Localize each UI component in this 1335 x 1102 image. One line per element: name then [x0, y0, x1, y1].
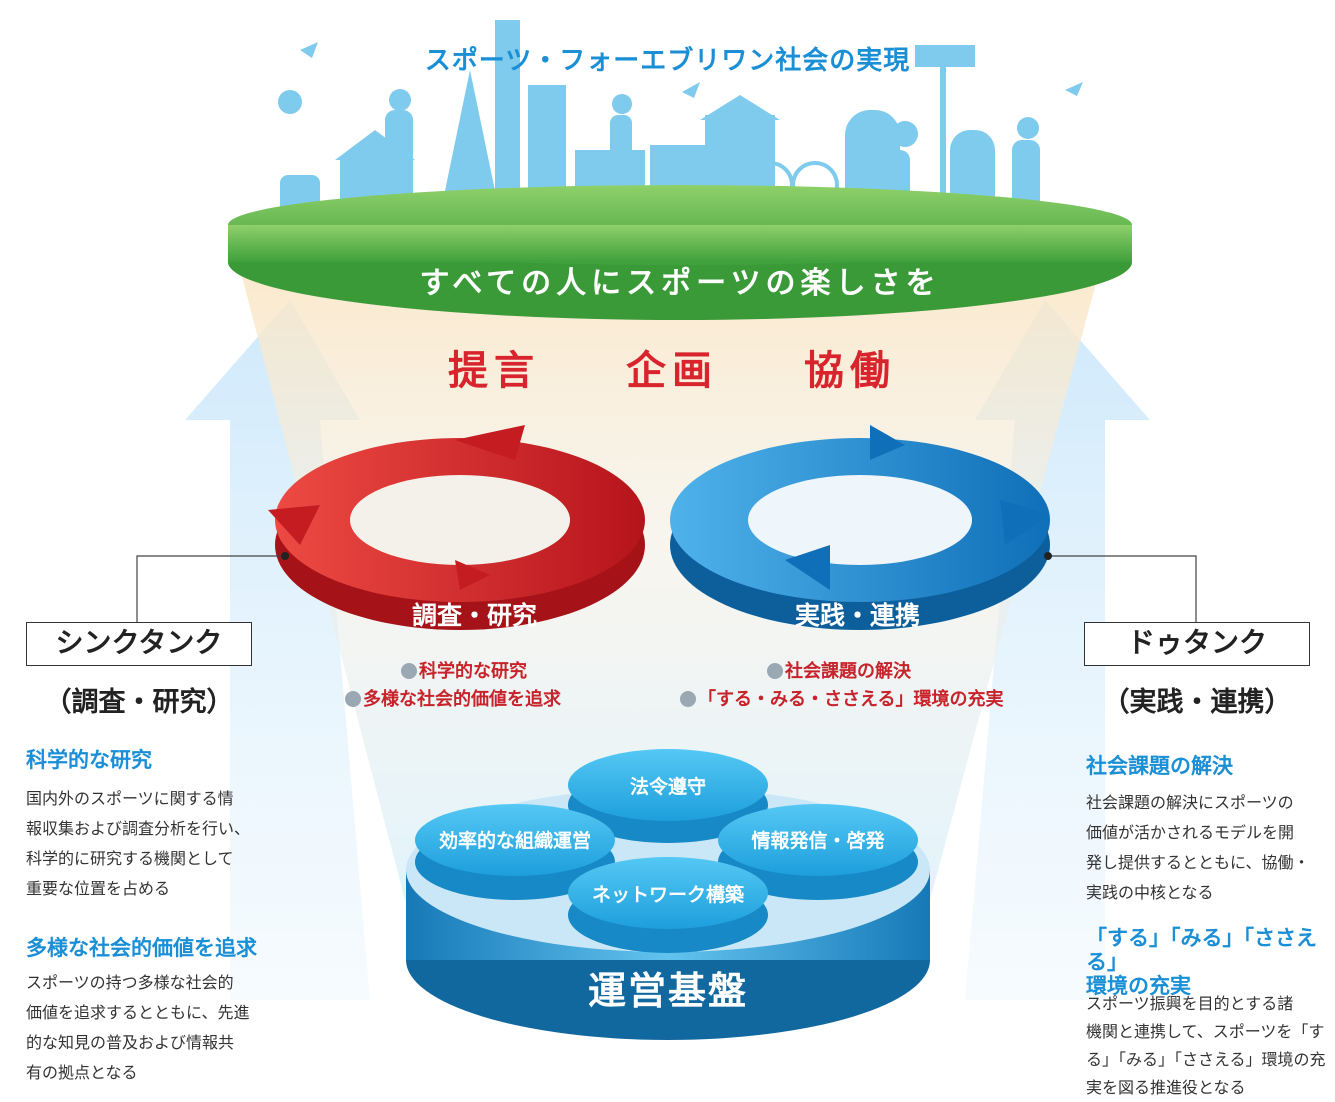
action-proposal: 提言: [448, 348, 540, 394]
bullet-text: 「する・みる・ささえる」環境の充実: [698, 689, 1004, 710]
list-item: 多様な社会的価値を追求: [345, 686, 605, 714]
right-heading-1: 社会課題の解決: [1086, 754, 1233, 778]
list-item: 「する・みる・ささえる」環境の充実: [680, 686, 1030, 714]
think-tank-subtitle: （調査・研究）: [44, 687, 234, 718]
right-heading-2: 「する」「みる」「ささえる」 環境の充実: [1086, 926, 1317, 998]
list-item: 科学的な研究: [345, 658, 605, 686]
left-body-1: 国内外のスポーツに関する情 報収集および調査分析を行い、 科学的に研究する機関と…: [26, 789, 251, 898]
funnel-light: [235, 250, 1105, 900]
list-item: 社会課題の解決: [680, 658, 1030, 686]
foundation-label: 運営基盤: [587, 969, 748, 1013]
left-ring-label: 調査・研究: [412, 601, 538, 630]
do-tank-box: ドゥタンク: [1084, 622, 1310, 666]
disc-compliance: 法令遵守: [629, 776, 706, 798]
bullet-dot-icon: [680, 691, 696, 707]
left-heading-1: 科学的な研究: [26, 748, 152, 772]
do-tank-subtitle: （実践・連携）: [1102, 687, 1292, 718]
right-connector-line: [1048, 555, 1197, 622]
blue-ring: [670, 425, 1050, 630]
left-heading-2: 多様な社会的価値を追求: [26, 936, 257, 960]
disc-efficient-management: 効率的な組織運営: [438, 830, 591, 852]
bullet-dot-icon: [401, 663, 417, 679]
left-body-2: スポーツの持つ多様な社会的 価値を追求するとともに、先進 的な知見の普及および情…: [26, 973, 250, 1082]
left-connector-line: [136, 555, 285, 622]
bullet-dot-icon: [767, 663, 783, 679]
action-collaboration: 協働: [804, 348, 896, 394]
bullet-dot-icon: [345, 691, 361, 707]
right-body-1: 社会課題の解決にスポーツの 価値が活かされるモデルを開 発し提供するとともに、協…: [1086, 793, 1310, 902]
action-planning: 企画: [626, 348, 718, 394]
right-ring-bullets: 社会課題の解決 「する・みる・ささえる」環境の充実: [680, 658, 1030, 714]
disc-info-dissemination: 情報発信・啓発: [751, 830, 885, 852]
bullet-text: 科学的な研究: [419, 661, 527, 682]
red-ring: [268, 425, 645, 630]
disc-network-building: ネットワーク構築: [591, 884, 744, 906]
bullet-text: 社会課題の解決: [785, 661, 911, 682]
think-tank-box: シンクタンク: [26, 622, 252, 666]
green-band-label: すべての人にスポーツの楽しさを: [419, 266, 941, 301]
left-ring-bullets: 科学的な研究 多様な社会的価値を追求: [345, 658, 605, 714]
page-title: スポーツ・フォーエブリワン社会の実現: [424, 46, 911, 76]
foundation-discs: [415, 749, 918, 953]
bullet-text: 多様な社会的価値を追求: [363, 689, 561, 710]
right-ring-label: 実践・連携: [795, 601, 921, 630]
right-body-2: スポーツ振興を目的とする諸 機関と連携して、スポーツを「す る」「みる」「ささえ…: [1086, 994, 1326, 1097]
